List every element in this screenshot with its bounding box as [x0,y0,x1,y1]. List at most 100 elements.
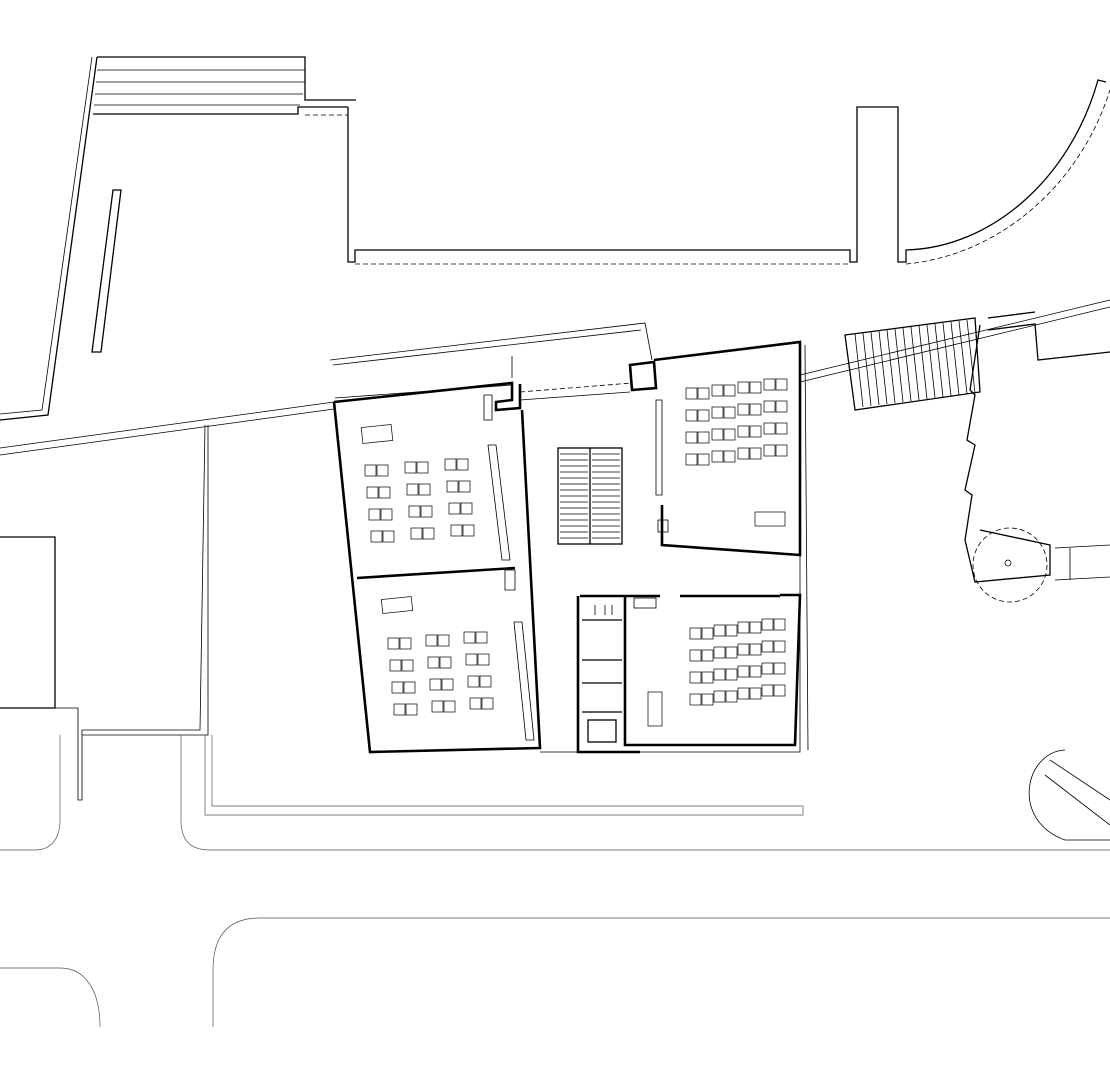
desk [378,486,391,499]
desk [761,640,774,653]
desk [701,671,714,684]
desk [443,700,456,713]
desk [410,527,423,540]
east-steps [844,317,981,411]
desk [725,690,738,703]
desk [479,675,492,688]
desk [763,378,776,391]
desk [469,697,482,710]
step-line [902,327,912,402]
desk [711,384,724,397]
desk [713,624,726,637]
desk [713,646,726,659]
desk [737,687,750,700]
desk [425,634,438,647]
desk [689,671,702,684]
step-line [958,320,968,395]
desk [775,422,788,435]
central-stair [557,447,623,545]
desk [685,453,698,466]
desk [420,505,433,518]
desk [749,665,762,678]
desk [431,700,444,713]
step-line [934,323,944,398]
desk [460,502,473,515]
desk [725,624,738,637]
desk [446,480,459,493]
step-line [894,328,904,403]
desk [689,693,702,706]
desk [773,662,786,675]
desk [370,530,383,543]
desk [763,444,776,457]
desk [723,428,736,441]
desk [389,659,402,672]
student-desks [364,378,788,716]
west-area [0,424,1110,1028]
east-landscape [964,311,1110,841]
desk [723,384,736,397]
desk [701,649,714,662]
desk [737,425,750,438]
step-line [886,329,896,404]
desk [685,431,698,444]
desk [773,684,786,697]
desk [775,444,788,457]
desk [749,687,762,700]
desk [422,527,435,540]
desk [749,643,762,656]
desk [441,678,454,691]
desk [749,425,762,438]
desk [393,703,406,716]
desk [439,656,452,669]
desk [465,653,478,666]
building [329,322,809,754]
desk [713,668,726,681]
desk [697,387,710,400]
desk [458,480,471,493]
desk [697,453,710,466]
desk [399,637,412,650]
desk [763,400,776,413]
desk [749,403,762,416]
desk [761,618,774,631]
desk [462,524,475,537]
step-line [950,321,960,396]
step-line [870,331,880,406]
desk [689,627,702,640]
desk [685,387,698,400]
desk [701,693,714,706]
desk [775,400,788,413]
step-line [918,325,928,400]
desk [737,621,750,634]
desk [450,524,463,537]
north-courtyard [347,79,1110,265]
desk [737,381,750,394]
step-line [878,330,888,405]
desk [749,381,762,394]
desk [685,409,698,422]
desk [403,681,416,694]
step-line [942,322,952,397]
desk [711,428,724,441]
desk [725,668,738,681]
desk [364,464,377,477]
desk [689,649,702,662]
street-edge [0,299,1110,456]
desk [737,403,750,416]
step-line [966,319,976,394]
desk [391,681,404,694]
desk [763,422,776,435]
desk [711,406,724,419]
desk [368,508,381,521]
desk [775,378,788,391]
desk [737,643,750,656]
upper-terrace [0,56,356,421]
desk [448,502,461,515]
step-line [910,326,920,401]
desk [749,447,762,460]
desk [737,665,750,678]
step-line [926,324,936,399]
desk [723,450,736,463]
